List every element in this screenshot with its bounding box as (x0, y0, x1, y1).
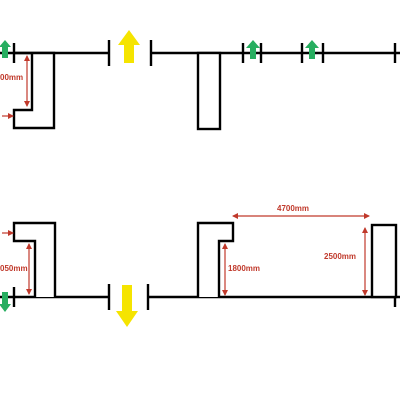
green-arrow-up-icon (246, 40, 260, 59)
height-1800-label: 1800mm (228, 264, 260, 273)
green-arrow-down-icon (0, 292, 11, 312)
bottom-middle-unit (196, 221, 235, 297)
bottom-right-unit (370, 223, 398, 299)
bottom-left-dimension-label: 050mm (0, 264, 28, 273)
bottom-left-unit (12, 221, 57, 297)
green-arrow-up-icon (0, 40, 11, 58)
width-4700-label: 4700mm (277, 204, 309, 213)
top-left-unit (12, 51, 56, 130)
yellow-arrow-up-icon (118, 30, 140, 63)
yellow-arrow-down-icon (116, 285, 138, 327)
top-middle-unit (196, 51, 222, 131)
top-left-dimension-label: 00mm (0, 73, 23, 82)
green-arrow-up-icon (305, 40, 319, 59)
height-2500-label: 2500mm (324, 252, 356, 261)
